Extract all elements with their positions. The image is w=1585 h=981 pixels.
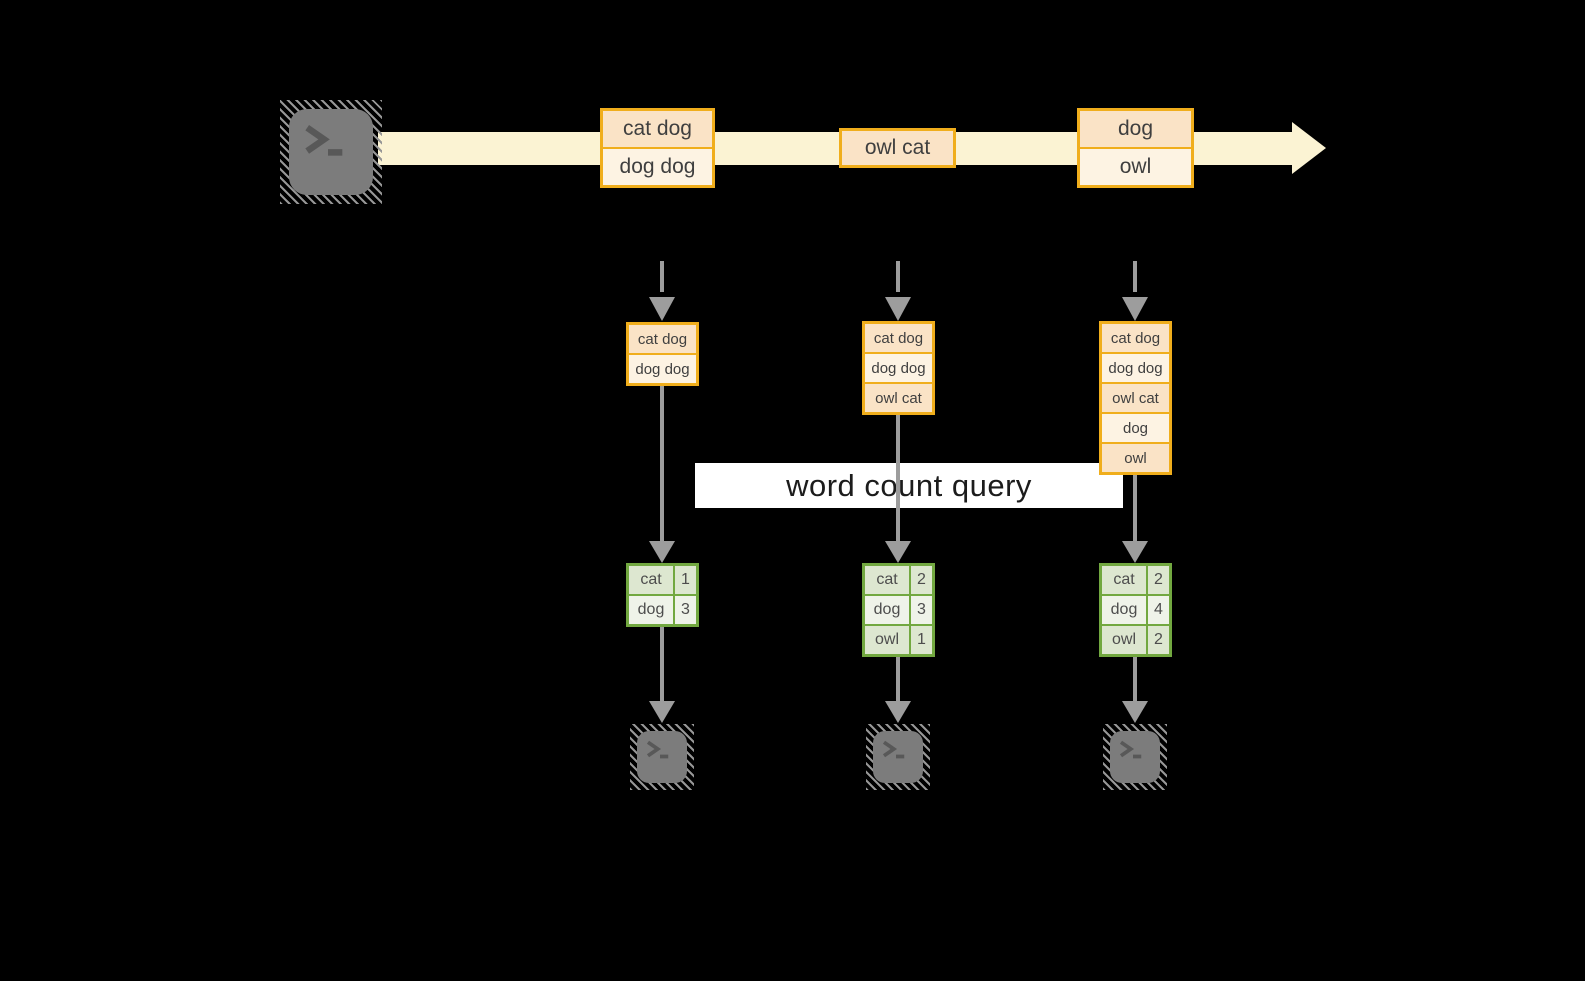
table-row: owl 1 xyxy=(865,626,932,654)
stack-item: cat dog xyxy=(1102,324,1169,352)
table-to-output-arrow xyxy=(896,655,900,703)
word-cell: owl xyxy=(865,626,909,654)
down-arrowhead-icon xyxy=(1122,297,1148,321)
terminal-icon xyxy=(866,724,930,790)
table-to-output-arrow xyxy=(1133,655,1137,703)
count-cell: 2 xyxy=(911,566,932,594)
word-cell: cat xyxy=(1102,566,1146,594)
word-cell: cat xyxy=(865,566,909,594)
stream-item: dog xyxy=(1080,111,1191,147)
table-row: dog 3 xyxy=(865,596,932,624)
stack-to-table-arrow xyxy=(660,385,664,541)
stream-item: owl xyxy=(1080,149,1191,185)
terminal-screen xyxy=(637,731,687,783)
terminal-prompt-icon xyxy=(882,740,905,759)
terminal-icon xyxy=(630,724,694,790)
stack-to-table-arrowhead-icon xyxy=(649,541,675,563)
down-arrow-dash xyxy=(1133,261,1137,292)
stack-item: dog dog xyxy=(1102,354,1169,382)
table-row: cat 1 xyxy=(629,566,696,594)
table-row: owl 2 xyxy=(1102,626,1169,654)
stack-item: dog dog xyxy=(865,354,932,382)
table-to-output-arrowhead-icon xyxy=(649,701,675,723)
table-row: dog 4 xyxy=(1102,596,1169,624)
terminal-screen xyxy=(1110,731,1160,783)
count-cell: 4 xyxy=(1148,596,1169,624)
stack-item: owl cat xyxy=(865,384,932,412)
stack-item: cat dog xyxy=(629,325,696,353)
stack-item: dog dog xyxy=(629,355,696,383)
terminal-prompt-icon xyxy=(1119,740,1142,759)
count-cell: 3 xyxy=(675,596,696,624)
table-to-output-arrowhead-icon xyxy=(1122,701,1148,723)
terminal-prompt-icon xyxy=(305,125,343,156)
received-stack-1: cat dog dog dog xyxy=(626,322,699,386)
table-to-output-arrow xyxy=(660,626,664,703)
stack-to-table-arrow xyxy=(1133,473,1137,541)
table-row: cat 2 xyxy=(1102,566,1169,594)
word-cell: owl xyxy=(1102,626,1146,654)
table-row: dog 3 xyxy=(629,596,696,624)
down-arrow-dash xyxy=(896,261,900,292)
word-count-table-2: cat 2 dog 3 owl 1 xyxy=(862,563,935,657)
terminal-screen xyxy=(289,109,373,195)
word-cell: dog xyxy=(629,596,673,624)
query-banner: word count query xyxy=(695,463,1123,508)
stream-item: owl cat xyxy=(842,131,953,165)
word-count-table-1: cat 1 dog 3 xyxy=(626,563,699,627)
table-to-output-arrowhead-icon xyxy=(885,701,911,723)
word-cell: dog xyxy=(865,596,909,624)
word-cell: cat xyxy=(629,566,673,594)
terminal-icon xyxy=(1103,724,1167,790)
received-stack-3: cat dog dog dog owl cat dog owl xyxy=(1099,321,1172,475)
stack-item: cat dog xyxy=(865,324,932,352)
stack-item: owl xyxy=(1102,444,1169,472)
word-cell: dog xyxy=(1102,596,1146,624)
count-cell: 3 xyxy=(911,596,932,624)
stream-flow-arrowhead-icon xyxy=(1292,122,1326,174)
stream-item: dog dog xyxy=(603,149,712,185)
terminal-icon xyxy=(280,100,382,204)
stream-batch-1: cat dog dog dog xyxy=(600,108,715,188)
stack-to-table-arrowhead-icon xyxy=(1122,541,1148,563)
terminal-prompt-icon xyxy=(646,740,669,759)
table-row: cat 2 xyxy=(865,566,932,594)
stack-to-table-arrowhead-icon xyxy=(885,541,911,563)
terminal-screen xyxy=(873,731,923,783)
down-arrow-dash xyxy=(660,261,664,292)
stack-to-table-arrow xyxy=(896,413,900,541)
down-arrowhead-icon xyxy=(649,297,675,321)
received-stack-2: cat dog dog dog owl cat xyxy=(862,321,935,415)
count-cell: 1 xyxy=(911,626,932,654)
stream-item: cat dog xyxy=(603,111,712,147)
query-banner-label: word count query xyxy=(786,467,1032,503)
count-cell: 1 xyxy=(675,566,696,594)
down-arrowhead-icon xyxy=(885,297,911,321)
count-cell: 2 xyxy=(1148,566,1169,594)
stack-item: dog xyxy=(1102,414,1169,442)
count-cell: 2 xyxy=(1148,626,1169,654)
word-count-table-3: cat 2 dog 4 owl 2 xyxy=(1099,563,1172,657)
stack-item: owl cat xyxy=(1102,384,1169,412)
stream-batch-2: owl cat xyxy=(839,128,956,168)
stream-batch-3: dog owl xyxy=(1077,108,1194,188)
